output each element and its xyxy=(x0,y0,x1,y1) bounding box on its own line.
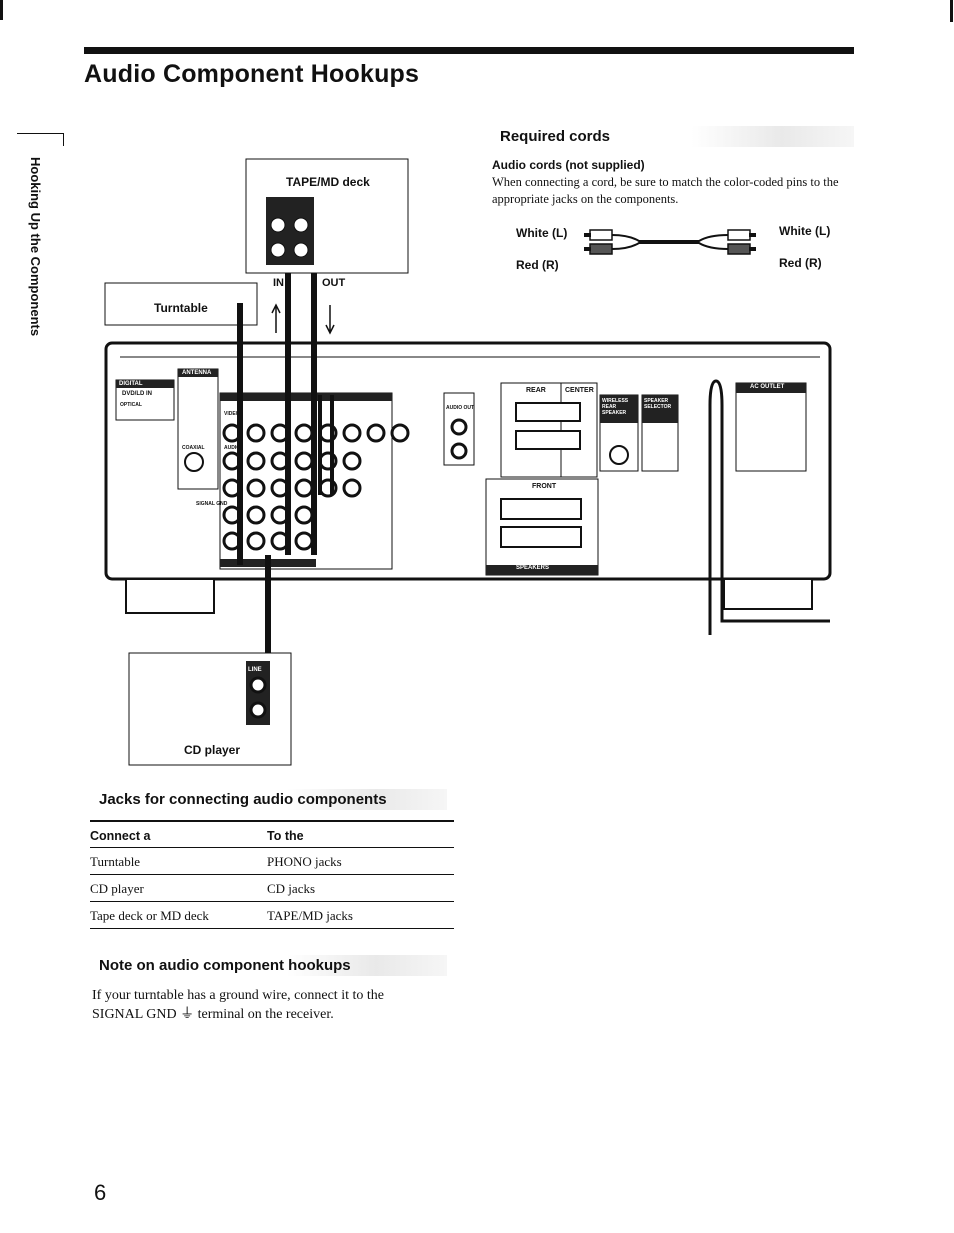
hookup-diagram-drawing xyxy=(104,158,832,766)
required-cords-heading: Required cords xyxy=(492,126,854,147)
out-label: OUT xyxy=(322,277,346,289)
page-number: 6 xyxy=(94,1180,107,1205)
ac-outlet-label: AC OUTLET xyxy=(750,384,785,390)
table-row: Tape deck or MD deck TAPE/MD jacks xyxy=(90,901,454,929)
turntable-label: Turntable xyxy=(154,301,208,315)
col-to-header: To the xyxy=(267,820,454,848)
cd-player-label: CD player xyxy=(184,743,241,757)
table-row: CD player CD jacks xyxy=(90,874,454,902)
table-cell-jack: TAPE/MD jacks xyxy=(267,901,454,929)
antenna-label: ANTENNA xyxy=(182,370,212,376)
signal-gnd-label: SIGNAL GND xyxy=(196,501,228,507)
cord-name: Audio cords (not supplied) xyxy=(492,158,645,172)
line-label: LINE xyxy=(248,667,262,673)
page-title: Audio Component Hookups xyxy=(84,60,420,88)
center-label: CENTER xyxy=(565,387,594,394)
rear-label: REAR xyxy=(526,387,546,394)
speakers-label: SPEAKERS xyxy=(516,565,550,571)
audio-label: AUDIO xyxy=(224,445,241,451)
table-header-row: Connect a To the xyxy=(90,820,454,848)
hookup-diagram: TAPE/MD deck Turntable IN OUT CD player … xyxy=(96,155,836,770)
page-edge-mark xyxy=(950,0,953,22)
cord-left-red-label: Red (R) xyxy=(516,258,559,272)
table-cell-component: CD player xyxy=(90,874,267,902)
note-text: If your turntable has a ground wire, con… xyxy=(92,986,452,1024)
coaxial-label: COAXIAL xyxy=(182,445,205,451)
table-cell-jack: PHONO jacks xyxy=(267,847,454,875)
note-line-1: If your turntable has a ground wire, con… xyxy=(92,988,384,1003)
ground-icon: ⏚ xyxy=(180,1007,195,1022)
title-rule xyxy=(84,47,854,54)
dvd-ld-in-label: DVD/LD IN xyxy=(122,391,152,397)
table-cell-component: Tape deck or MD deck xyxy=(90,901,267,929)
front-label: FRONT xyxy=(532,483,557,490)
side-tab-label: Hooking Up the Components xyxy=(28,157,43,337)
side-tab-bracket xyxy=(17,133,64,146)
digital-label: DIGITAL xyxy=(119,381,143,387)
note-heading: Note on audio component hookups xyxy=(91,955,447,976)
cord-right-white-label: White (L) xyxy=(779,224,831,238)
tape-deck-label: TAPE/MD deck xyxy=(286,175,370,189)
jacks-heading: Jacks for connecting audio components xyxy=(91,789,447,810)
jacks-table: Connect a To the Turntable PHONO jacks C… xyxy=(90,820,454,929)
col-connect-header: Connect a xyxy=(90,820,267,848)
table-cell-component: Turntable xyxy=(90,847,267,875)
optical-label: OPTICAL xyxy=(120,402,142,408)
cord-right-red-label: Red (R) xyxy=(779,256,822,270)
cord-description: When connecting a cord, be sure to match… xyxy=(492,175,839,206)
table-row: Turntable PHONO jacks xyxy=(90,847,454,875)
table-cell-jack: CD jacks xyxy=(267,874,454,902)
audio-cord-illustration xyxy=(584,229,756,255)
cord-left-white-label: White (L) xyxy=(516,226,568,240)
wireless-rear-speaker-label: WIRELESS REAR SPEAKER xyxy=(602,398,629,416)
video-label: VIDEO xyxy=(224,411,240,417)
note-signal-gnd: SIGNAL GND xyxy=(92,1007,177,1022)
page-edge-mark xyxy=(0,0,3,20)
note-line-2: terminal on the receiver. xyxy=(197,1007,334,1022)
audio-out-label: AUDIO OUT xyxy=(446,405,475,411)
speaker-selector-label: SPEAKER SELECTOR xyxy=(644,398,672,410)
in-label: IN xyxy=(273,277,284,289)
